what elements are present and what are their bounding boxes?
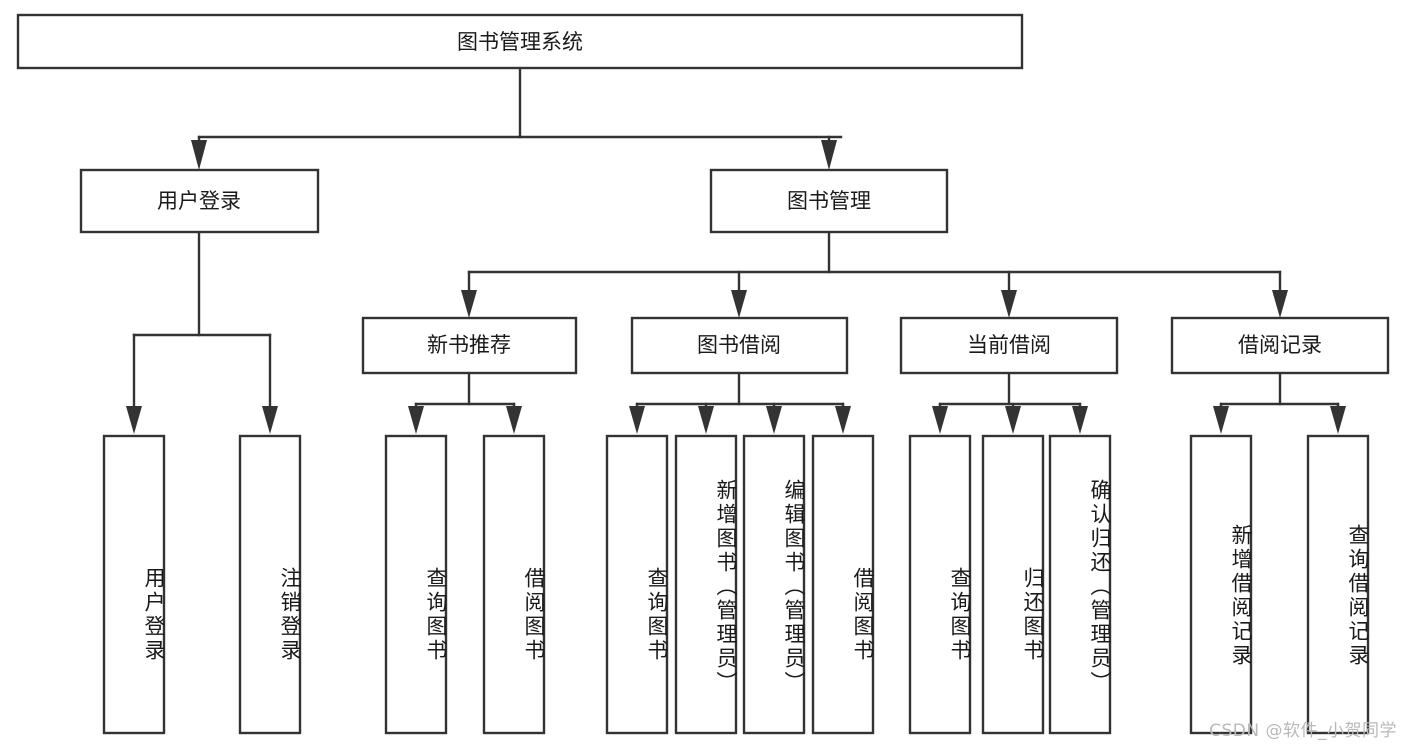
node-current-borrow-box[interactable]: [899, 316, 1119, 375]
node-book-management[interactable]: 图书管理: [709, 168, 949, 234]
leaf-edit-book-box[interactable]: [742, 434, 806, 735]
leaf-add-book-box[interactable]: [674, 434, 738, 735]
node-new-book-recommend[interactable]: 新书推荐: [361, 316, 578, 375]
connector-current-borrow-to-leaves: [932, 371, 1088, 434]
leaf-query-book-3-box[interactable]: [908, 434, 972, 735]
leaf-add-record-box[interactable]: [1189, 434, 1253, 735]
connector-user-login-to-leaves: [126, 230, 278, 434]
connector-root-to-level2: [191, 66, 843, 170]
node-new-book-recommend-label: 新书推荐: [427, 333, 511, 357]
connector-book-borrow-to-leaves: [629, 371, 851, 434]
leaf-logout-box[interactable]: [238, 434, 302, 735]
leaf-query-book-2-box[interactable]: [605, 434, 669, 735]
csdn-watermark: CSDN @软件_小贺同学: [1209, 721, 1397, 741]
leaf-return-book-box[interactable]: [981, 434, 1045, 735]
node-borrow-record-box[interactable]: [1170, 316, 1390, 375]
node-user-login[interactable]: 用户登录: [79, 168, 320, 234]
node-user-login-box[interactable]: [79, 168, 320, 234]
node-book-borrow-label: 图书借阅: [697, 333, 781, 357]
leaf-user-login-box[interactable]: [102, 434, 166, 735]
node-book-management-label: 图书管理: [787, 189, 871, 213]
node-root-box[interactable]: [16, 13, 1024, 70]
node-root[interactable]: 图书管理系统: [16, 13, 1024, 70]
node-root-label: 图书管理系统: [457, 30, 583, 54]
leaf-confirm-return-box[interactable]: [1048, 434, 1112, 735]
leaf-query-book-1-box[interactable]: [384, 434, 448, 735]
node-borrow-record-label: 借阅记录: [1238, 333, 1322, 357]
leaf-borrow-book-2-box[interactable]: [811, 434, 875, 735]
connector-new-book-recommend-to-leaves: [408, 371, 522, 434]
leaf-boxes: [102, 434, 1370, 735]
node-new-book-recommend-box[interactable]: [361, 316, 578, 375]
node-current-borrow[interactable]: 当前借阅: [899, 316, 1119, 375]
node-user-login-label: 用户登录: [157, 189, 241, 213]
connector-book-management-to-level3: [461, 230, 1288, 318]
node-book-management-box[interactable]: [709, 168, 949, 234]
node-current-borrow-label: 当前借阅: [967, 333, 1051, 357]
leaf-borrow-book-1-box[interactable]: [482, 434, 546, 735]
leaf-query-record-box[interactable]: [1306, 434, 1370, 735]
connector-borrow-record-to-leaves: [1213, 371, 1346, 434]
node-book-borrow[interactable]: 图书借阅: [630, 316, 849, 375]
node-book-borrow-box[interactable]: [630, 316, 849, 375]
node-borrow-record[interactable]: 借阅记录: [1170, 316, 1390, 375]
